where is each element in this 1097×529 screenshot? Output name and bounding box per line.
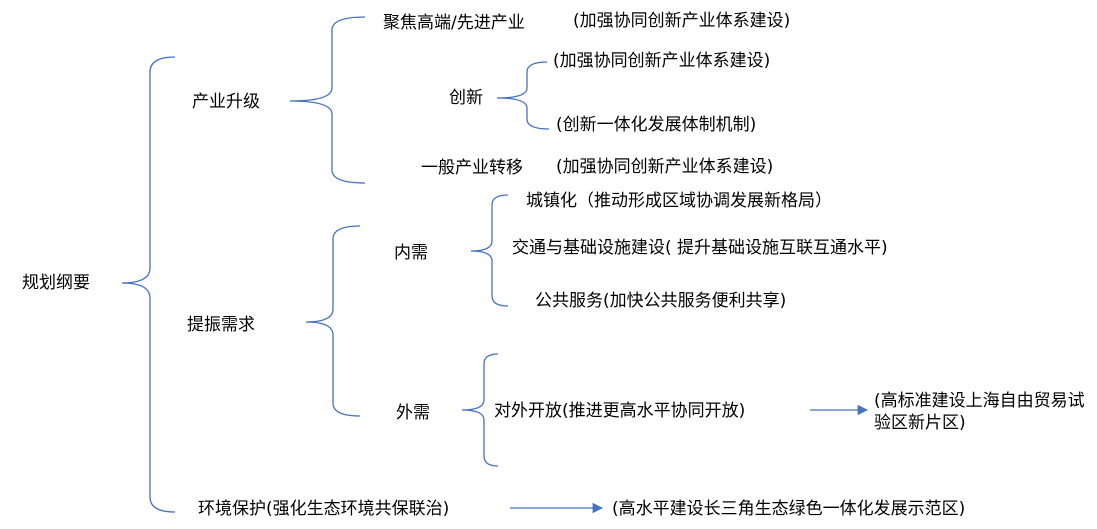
opening-up-label: 对外开放(推进更高水平协同开放): [494, 401, 746, 421]
domestic-item-public-services: 公共服务(加快公共服务便利共享): [535, 291, 787, 311]
root-label: 规划纲要: [22, 273, 90, 293]
domestic-item-urbanization: 城镇化（推动形成区域协调发展新格局）: [526, 191, 832, 211]
industry-transfer-label: 一般产业转移: [421, 158, 523, 178]
free-trade-zone-result: (高标准建设上海自由贸易试验区新片区): [874, 391, 1085, 433]
industry-upgrade-label: 产业升级: [192, 92, 260, 112]
domestic-bracket: [470, 194, 509, 307]
high-end-industry-label: 聚焦高端/先进产业: [383, 13, 525, 33]
root-bracket: [121, 56, 176, 513]
innovation-bracket: [496, 61, 550, 130]
eco-demo-zone-result: (高水平建设长三角生态绿色一体化发展示范区): [612, 499, 966, 519]
foreign-demand-label: 外需: [396, 403, 430, 423]
industry-transfer-note: (加强协同创新产业体系建设): [556, 157, 774, 177]
industry-bracket: [289, 16, 366, 184]
high-end-industry-note: (加强协同创新产业体系建设): [573, 11, 791, 31]
demand-bracket: [305, 225, 361, 417]
innovation-label: 创新: [449, 88, 483, 108]
foreign-bracket: [461, 353, 499, 467]
innovation-note-a: (加强协同创新产业体系建设): [553, 51, 771, 71]
innovation-note-b: (创新一体化发展体制机制): [556, 115, 757, 135]
environment-label: 环境保护(强化生态环境共保联治): [198, 499, 450, 519]
domestic-item-infrastructure: 交通与基础设施建设( 提升基础设施互联互通水平): [512, 238, 888, 258]
boost-demand-label: 提振需求: [187, 315, 255, 335]
domestic-demand-label: 内需: [394, 243, 428, 263]
